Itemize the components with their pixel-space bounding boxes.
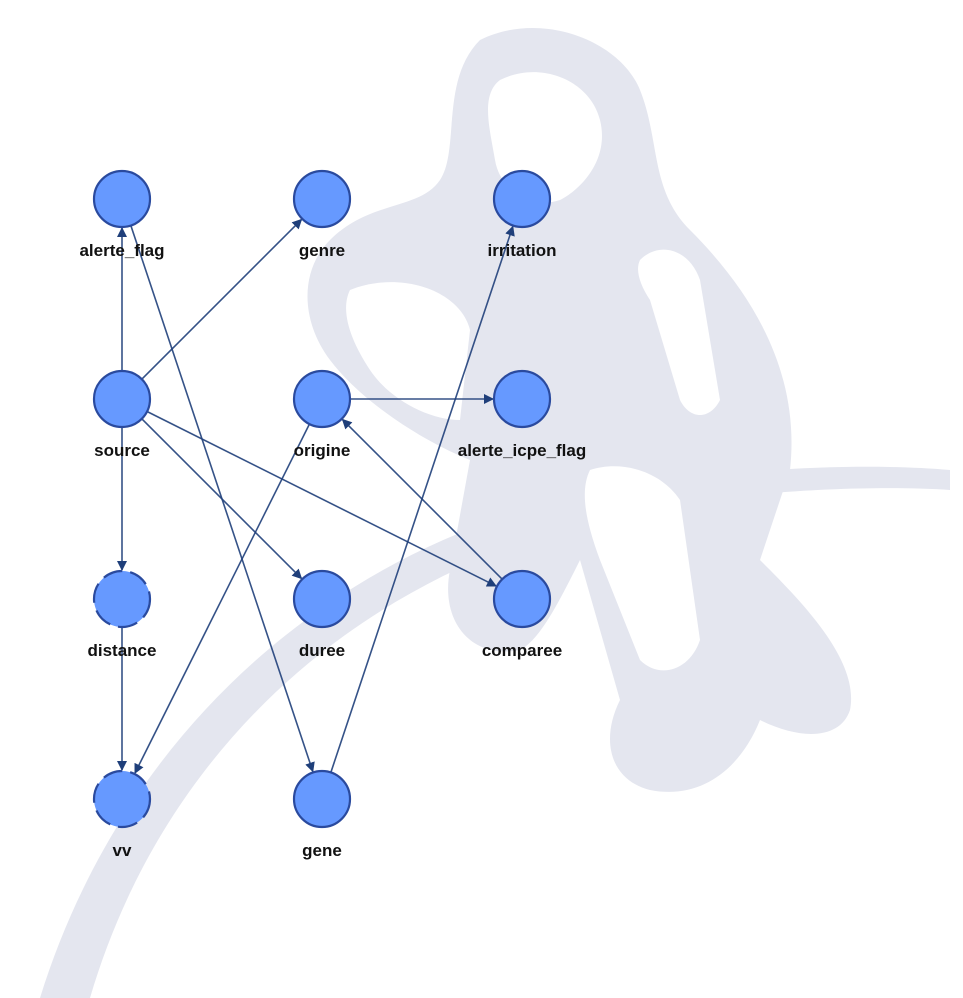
edge-source-to-comparee — [146, 410, 497, 587]
node-circle-gene[interactable] — [292, 769, 352, 829]
node-circle-alerte_icpe_flag[interactable] — [492, 369, 552, 429]
node-label-genre: genre — [299, 241, 345, 260]
node-distance[interactable]: distance — [88, 569, 157, 660]
node-label-origine: origine — [294, 441, 351, 460]
node-circle-vv[interactable] — [92, 769, 152, 829]
node-vv[interactable]: vv — [92, 769, 152, 860]
node-circle-comparee[interactable] — [492, 569, 552, 629]
edge-alerte_flag-to-gene — [130, 225, 315, 773]
node-label-alerte_flag: alerte_flag — [79, 241, 164, 260]
edge-origine-to-vv — [134, 423, 311, 774]
node-label-distance: distance — [88, 641, 157, 660]
node-origine[interactable]: origine — [292, 369, 352, 460]
node-circle-source[interactable] — [92, 369, 152, 429]
node-label-vv: vv — [113, 841, 132, 860]
node-source[interactable]: source — [92, 369, 152, 460]
node-genre[interactable]: genre — [292, 169, 352, 260]
node-circle-origine[interactable] — [292, 369, 352, 429]
node-label-alerte_icpe_flag: alerte_icpe_flag — [458, 441, 587, 460]
edge-source-to-genre — [141, 218, 303, 380]
node-alerte_icpe_flag[interactable]: alerte_icpe_flag — [458, 369, 587, 460]
node-label-source: source — [94, 441, 150, 460]
node-irritation[interactable]: irritation — [488, 169, 557, 260]
edge-gene-to-irritation — [330, 225, 515, 773]
node-label-gene: gene — [302, 841, 342, 860]
node-label-irritation: irritation — [488, 241, 557, 260]
node-comparee[interactable]: comparee — [482, 569, 562, 660]
node-alerte_flag[interactable]: alerte_flag — [79, 169, 165, 260]
node-circle-irritation[interactable] — [492, 169, 552, 229]
node-gene[interactable]: gene — [292, 769, 352, 860]
node-duree[interactable]: duree — [292, 569, 352, 660]
node-circle-alerte_flag[interactable] — [92, 169, 152, 229]
node-circle-duree[interactable] — [292, 569, 352, 629]
thinker-statue-logo-icon — [40, 28, 950, 998]
node-circle-genre[interactable] — [292, 169, 352, 229]
node-circle-distance[interactable] — [92, 569, 152, 629]
node-label-duree: duree — [299, 641, 345, 660]
node-label-comparee: comparee — [482, 641, 562, 660]
